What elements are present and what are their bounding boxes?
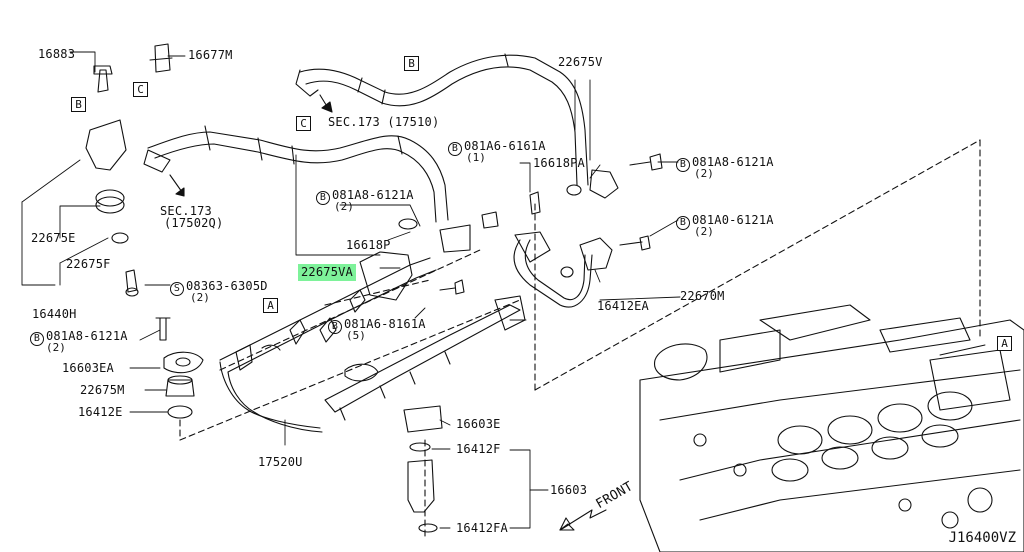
quantity-label: (2) bbox=[190, 291, 210, 304]
hose-17502q bbox=[147, 125, 449, 223]
ref-box-c: C bbox=[296, 116, 311, 131]
bolt-symbol: B bbox=[30, 332, 44, 346]
section-ref-number: (17502Q) bbox=[164, 216, 224, 230]
quantity-label: (2) bbox=[694, 167, 714, 180]
part-label-16603ea: 16603EA bbox=[62, 361, 114, 375]
ref-box-c: C bbox=[133, 82, 148, 97]
part-label-22675m: 22675M bbox=[80, 383, 125, 397]
part-label-22675f: 22675F bbox=[66, 257, 111, 271]
bolt-symbol: B bbox=[448, 142, 462, 156]
ref-box-a: A bbox=[263, 298, 278, 313]
part-label-16618p: 16618P bbox=[346, 238, 391, 252]
bolt-symbol: B bbox=[676, 158, 690, 172]
part-label-22675e: 22675E bbox=[31, 231, 76, 245]
part-label-16440h: 16440H bbox=[32, 307, 77, 321]
part-number: 081A8-6121A bbox=[332, 188, 414, 202]
screw-symbol: S bbox=[170, 282, 184, 296]
ref-box-b: B bbox=[71, 97, 86, 112]
part-number: 081A8-6121A bbox=[46, 329, 128, 343]
part-label-22670m: 22670M bbox=[680, 289, 725, 303]
part-number: 081A6-6161A bbox=[464, 139, 546, 153]
part-label-22675va-highlighted[interactable]: 22675VA bbox=[298, 264, 356, 281]
part-label-16618pa: 16618PA bbox=[533, 156, 585, 170]
pipe-22670m bbox=[513, 169, 619, 308]
quantity-label: (1) bbox=[466, 151, 486, 164]
arrow-sec173-17502q bbox=[169, 174, 185, 197]
engine-block bbox=[639, 304, 1024, 552]
arrow-sec173-17510 bbox=[319, 94, 333, 113]
part-number: 081A6-8161A bbox=[344, 317, 426, 331]
ref-box-a: A bbox=[997, 336, 1012, 351]
part-label-16412f: 16412F bbox=[456, 442, 501, 456]
part-label-16677m: 16677M bbox=[188, 48, 233, 62]
part-label-16412fa: 16412FA bbox=[456, 521, 508, 535]
leader-dashed bbox=[179, 139, 981, 541]
fuel-rail bbox=[219, 251, 526, 421]
bolt-symbol: B bbox=[676, 216, 690, 230]
bolt-symbol: B bbox=[316, 191, 330, 205]
part-number: 08363-6305D bbox=[186, 279, 268, 293]
part-label-16603: 16603 bbox=[550, 483, 588, 497]
leader-solid bbox=[21, 51, 986, 529]
part-label-17520u: 17520U bbox=[258, 455, 303, 469]
bolt-symbol: B bbox=[328, 320, 342, 334]
part-label-16603e: 16603E bbox=[456, 417, 501, 431]
front-arrow bbox=[559, 509, 607, 531]
section-ref-17502q: SEC.173 bbox=[160, 204, 212, 218]
quantity-label: (5) bbox=[346, 329, 366, 342]
quantity-label: (2) bbox=[334, 200, 354, 213]
part-number: 081A0-6121A bbox=[692, 213, 774, 227]
ref-box-b: B bbox=[404, 56, 419, 71]
section-ref-17510: SEC.173 (17510) bbox=[328, 115, 440, 129]
diagram-code: J16400VZ bbox=[948, 530, 1016, 546]
quantity-label: (2) bbox=[694, 225, 714, 238]
part-label-16412e: 16412E bbox=[78, 405, 123, 419]
part-label-16412ea: 16412EA bbox=[597, 299, 649, 313]
part-label-22675v: 22675V bbox=[558, 55, 603, 69]
hose-17510 bbox=[295, 53, 589, 186]
part-number: 081A8-6121A bbox=[692, 155, 774, 169]
fasteners bbox=[85, 43, 663, 533]
fuel-line-17520u bbox=[219, 361, 321, 429]
part-label-16883: 16883 bbox=[38, 47, 76, 61]
quantity-label: (2) bbox=[46, 341, 66, 354]
